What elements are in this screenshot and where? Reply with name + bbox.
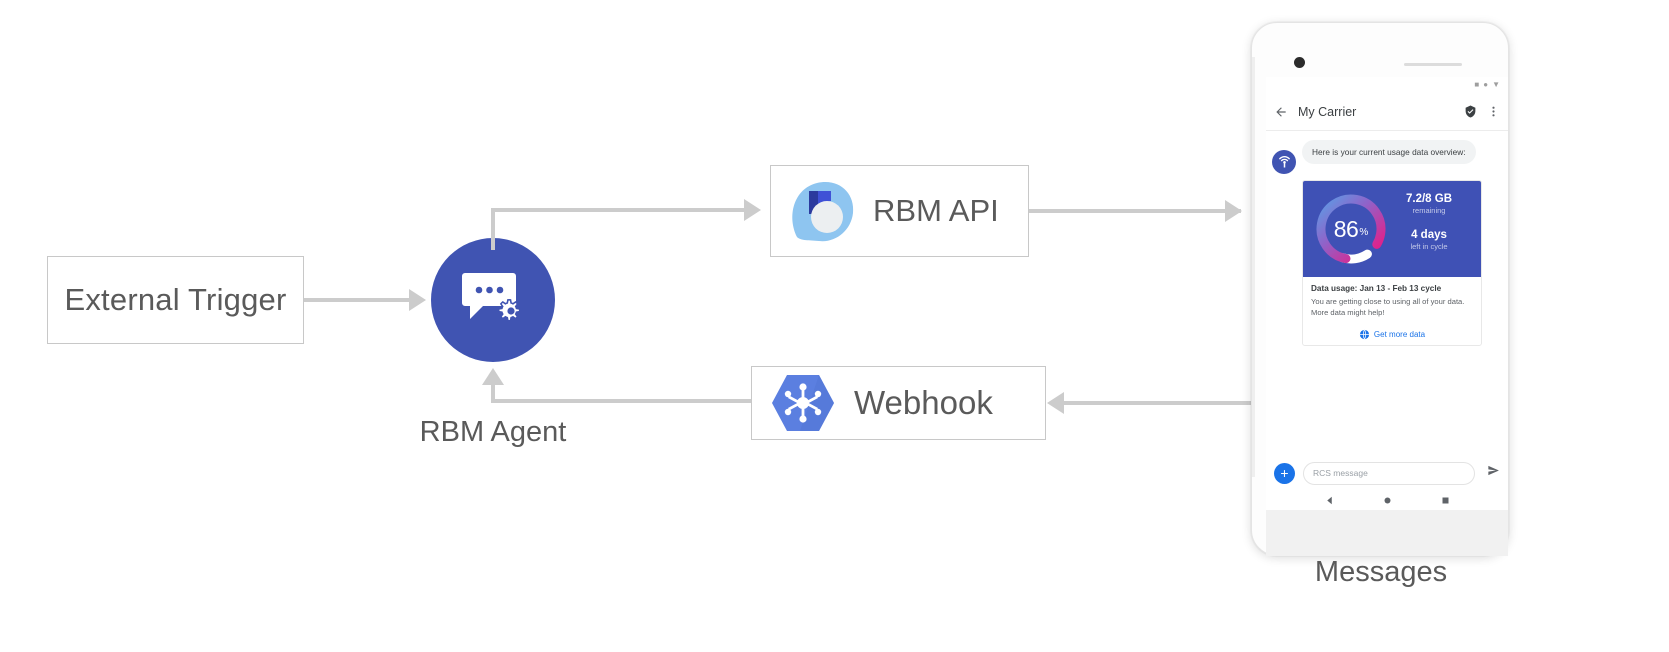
arrowhead-trigger-to-agent [409, 289, 426, 311]
globe-icon [1359, 329, 1370, 340]
conversation-title: My Carrier [1298, 104, 1357, 119]
message-composer: + RCS message [1266, 455, 1508, 491]
arrowhead-phone-to-webhook [1047, 392, 1064, 414]
android-nav-bar [1266, 491, 1508, 510]
gauge-percent-unit: % [1359, 227, 1369, 238]
connector-agent-up-return [491, 385, 495, 401]
conversation-area: Here is your current usage data overview… [1266, 132, 1508, 452]
webhook-hexagon-icon [772, 375, 834, 431]
arrowhead-webhook-to-agent [482, 368, 504, 385]
back-arrow-icon[interactable] [1274, 105, 1288, 119]
connector-agent-to-api [491, 208, 744, 212]
card-hero: 86 % 7.2/8 GB remaining 4 days left in c… [1303, 181, 1481, 277]
days-left-value: 4 days [1411, 229, 1447, 241]
rbm-api-label: RBM API [873, 193, 999, 228]
stats-spacer [1387, 215, 1471, 229]
connector-api-to-phone [1029, 209, 1241, 213]
rbm-agent-node[interactable] [431, 238, 555, 362]
gauge-percent-value: 86 [1333, 215, 1359, 242]
arrowhead-api-to-phone [1225, 200, 1242, 222]
square-icon: ■ [1474, 80, 1480, 89]
webhook-node[interactable]: Webhook [751, 366, 1046, 440]
gauge-value-group: 86 % [1311, 189, 1391, 269]
rich-card[interactable]: 86 % 7.2/8 GB remaining 4 days left in c… [1302, 180, 1482, 346]
triangle-down-icon: ▼ [1492, 80, 1500, 89]
hero-stats: 7.2/8 GB remaining 4 days left in cycle [1387, 193, 1471, 251]
rcs-message-input[interactable]: RCS message [1303, 461, 1475, 485]
connector-trigger-to-agent [304, 298, 409, 302]
get-more-data-button[interactable]: Get more data [1303, 323, 1481, 345]
phone-side-button [1252, 57, 1255, 477]
phone-device: ■ ● ▼ My Carrier [1251, 22, 1509, 556]
connector-agent-up [491, 208, 495, 250]
card-description: You are getting close to using all of yo… [1311, 297, 1465, 318]
app-toolbar: My Carrier [1266, 93, 1508, 131]
phone-chin [1266, 510, 1508, 556]
rcs-message-placeholder: RCS message [1313, 468, 1368, 478]
arrowhead-agent-to-api [744, 199, 761, 221]
phone-caption-label: Messages [1314, 556, 1448, 588]
message-row: Here is your current usage data overview… [1272, 140, 1502, 174]
nav-recents-square-icon[interactable] [1441, 492, 1450, 510]
phone-speaker-grille [1404, 63, 1462, 66]
external-trigger-label: External Trigger [64, 282, 287, 317]
days-left-caption: left in cycle [1410, 242, 1448, 251]
rbm-agent-label: RBM Agent [419, 416, 567, 448]
external-trigger-node[interactable]: External Trigger [47, 256, 304, 344]
data-usage-gauge: 86 % [1311, 189, 1391, 269]
carrier-signal-icon [1272, 150, 1296, 174]
card-title: Data usage: Jan 13 - Feb 13 cycle [1311, 284, 1442, 293]
incoming-message-bubble: Here is your current usage data overview… [1302, 140, 1476, 165]
card-body: Data usage: Jan 13 - Feb 13 cycle You ar… [1303, 277, 1481, 323]
phone-screen: ■ ● ▼ My Carrier [1266, 77, 1508, 510]
phone-front-camera [1294, 57, 1305, 68]
status-bar: ■ ● ▼ [1266, 77, 1508, 93]
rbm-api-node[interactable]: RBM API [770, 165, 1029, 257]
data-remaining-caption: remaining [1412, 206, 1446, 215]
add-icon[interactable]: + [1274, 462, 1295, 484]
connector-webhook-to-agent [491, 399, 751, 403]
data-remaining-value: 7.2/8 GB [1405, 193, 1453, 205]
nav-home-circle-icon[interactable] [1383, 492, 1392, 510]
send-icon[interactable] [1487, 464, 1500, 482]
webhook-label: Webhook [854, 384, 993, 421]
overflow-menu-icon[interactable] [1487, 105, 1500, 118]
get-more-data-label: Get more data [1373, 329, 1426, 339]
circle-icon: ● [1483, 80, 1489, 89]
verified-shield-icon [1464, 105, 1477, 118]
nav-back-triangle-icon[interactable] [1325, 492, 1334, 510]
chat-gear-icon [462, 273, 521, 322]
rbm-droplet-icon [792, 182, 854, 242]
connector-phone-to-webhook [1064, 401, 1254, 405]
